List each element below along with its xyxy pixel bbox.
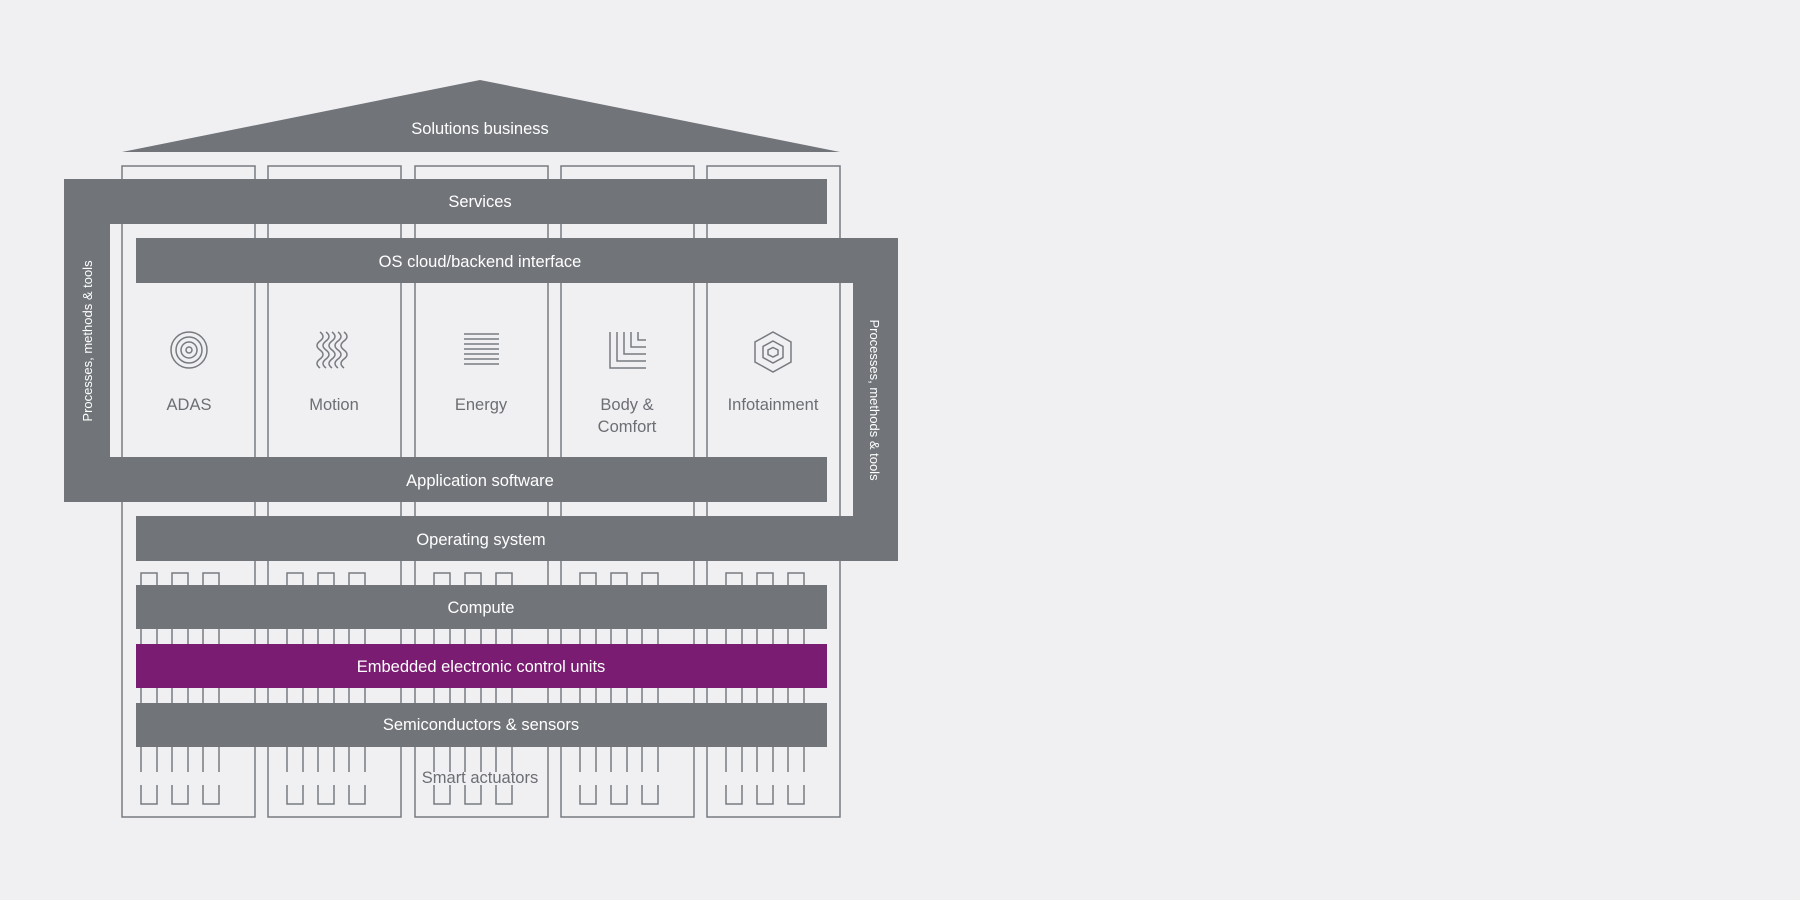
semiconductors-label: Semiconductors & sensors — [383, 716, 579, 734]
actuator-bracket — [348, 785, 366, 805]
hexagon-nut-icon — [754, 331, 792, 373]
frame-left — [64, 179, 827, 502]
connector-bracket-top — [725, 572, 743, 585]
embedded-ecu-band — [136, 644, 827, 688]
column-adas: ADAS — [167, 331, 212, 414]
connector-bracket-top — [317, 572, 335, 585]
actuator-bracket — [286, 785, 304, 805]
application-software-label: Application software — [406, 472, 554, 490]
actuator-bracket — [756, 785, 774, 805]
column-energy: Energy — [455, 333, 508, 414]
smart-actuators-label: Smart actuators — [422, 769, 538, 787]
compute-label: Compute — [448, 599, 515, 617]
energy-label: Energy — [455, 396, 508, 414]
processes-left-label: Processes, methods & tools — [80, 260, 95, 422]
connector-bracket-top — [140, 572, 158, 585]
connector-bracket-top — [579, 572, 597, 585]
connector-bracket-top — [171, 572, 189, 585]
roof — [122, 80, 840, 152]
connector-bracket-top — [756, 572, 774, 585]
nested-corners-icon — [609, 332, 646, 369]
body-comfort-label-line2: Comfort — [598, 418, 657, 436]
column-body-comfort: Body & Comfort — [598, 332, 657, 436]
operating-system-label: Operating system — [416, 531, 545, 549]
connector-bracket-top — [787, 572, 805, 585]
compute-band — [136, 585, 827, 629]
actuator-bracket — [171, 785, 189, 805]
connector-bracket-top — [202, 572, 220, 585]
body-comfort-label-line1: Body & — [600, 396, 653, 414]
actuator-bracket — [579, 785, 597, 805]
actuator-bracket — [317, 785, 335, 805]
actuator-bracket — [433, 785, 451, 805]
adas-label: ADAS — [167, 396, 212, 414]
column-infotainment: Infotainment — [728, 331, 819, 414]
os-cloud-label: OS cloud/backend interface — [379, 253, 582, 271]
actuator-bracket — [495, 785, 513, 805]
roof-label: Solutions business — [411, 120, 549, 138]
semiconductors-band — [136, 703, 827, 747]
connector-bracket-top — [433, 572, 451, 585]
infotainment-label: Infotainment — [728, 396, 819, 414]
actuator-bracket — [787, 785, 805, 805]
actuator-bracket — [725, 785, 743, 805]
services-label: Services — [448, 193, 511, 211]
actuator-bracket — [140, 785, 158, 805]
processes-right-label: Processes, methods & tools — [867, 319, 882, 481]
connector-bracket-top — [348, 572, 366, 585]
column-motion: Motion — [309, 331, 359, 414]
connector-bracket-top — [286, 572, 304, 585]
concentric-circles-icon — [170, 331, 208, 369]
actuator-bracket — [202, 785, 220, 805]
frame-right — [136, 238, 898, 561]
connector-ticks — [140, 572, 805, 805]
actuator-bracket — [610, 785, 628, 805]
actuator-bracket — [464, 785, 482, 805]
motion-label: Motion — [309, 396, 359, 414]
connector-bracket-top — [641, 572, 659, 585]
connector-bracket-top — [464, 572, 482, 585]
embedded-ecu-label: Embedded electronic control units — [357, 658, 606, 676]
actuator-bracket — [641, 785, 659, 805]
wavy-lines-icon — [316, 331, 348, 369]
horizontal-lines-icon — [464, 333, 499, 365]
connector-bracket-top — [610, 572, 628, 585]
connector-bracket-top — [495, 572, 513, 585]
